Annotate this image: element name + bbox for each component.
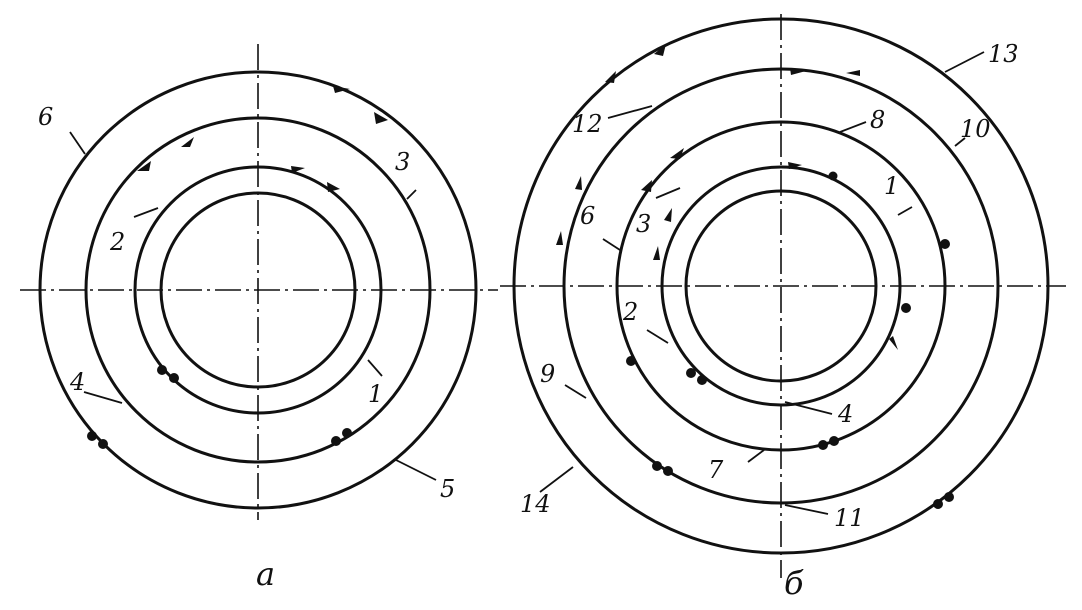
- arrow-b-3: [790, 68, 806, 75]
- arrow-b-1: [654, 44, 666, 56]
- arrow-b-10: [664, 208, 672, 222]
- ring-a-1: [133, 165, 383, 415]
- dot-a-1: [157, 365, 167, 375]
- arrow-a-4: [137, 161, 151, 171]
- leader-a-6: [69, 131, 86, 155]
- dot-a-3: [331, 436, 341, 446]
- arrow-b-11: [653, 246, 660, 260]
- label-a-3: 3: [395, 148, 410, 176]
- arrow-b-2: [605, 71, 616, 83]
- dot-a-4: [342, 428, 352, 438]
- leader-b-2: [646, 329, 669, 344]
- leader-b-9: [564, 384, 587, 399]
- label-b-1: 1: [884, 172, 899, 200]
- diagram-b: 1 2 3 4 6 7 8 9 10 11 12 13 14 б: [500, 14, 1066, 602]
- arrow-a-6: [327, 182, 340, 192]
- label-b-10: 10: [960, 115, 991, 143]
- dot-a-6: [98, 439, 108, 449]
- dot-b-5: [686, 368, 696, 378]
- label-b-3: 3: [636, 210, 651, 238]
- leader-b-10: [954, 137, 966, 147]
- label-b-14: 14: [520, 490, 551, 518]
- dot-b-7: [818, 440, 828, 450]
- ring-a-2: [84, 116, 432, 464]
- dot-a-2: [169, 373, 179, 383]
- leader-a-3: [406, 189, 417, 200]
- leader-b-4: [784, 401, 833, 415]
- label-b-8: 8: [870, 106, 885, 134]
- leader-b-12: [607, 105, 653, 119]
- arrow-b-4: [846, 70, 860, 76]
- arrow-b-12: [889, 336, 898, 350]
- arrow-b-9: [788, 162, 802, 169]
- leader-b-11: [784, 504, 829, 515]
- leader-b-7: [747, 449, 765, 463]
- dot-b-9: [652, 461, 662, 471]
- label-b-9: 9: [540, 360, 555, 388]
- label-b-2: 2: [622, 298, 638, 326]
- arrow-b-6: [556, 231, 563, 245]
- label-a-2: 2: [109, 228, 125, 256]
- leader-b-13: [944, 51, 985, 73]
- leader-b-8: [839, 121, 867, 133]
- label-a-6: 6: [38, 103, 53, 131]
- leader-b-6: [602, 238, 621, 251]
- leader-b-3: [655, 187, 681, 199]
- arrow-b-5: [575, 176, 582, 190]
- ring-b-3: [562, 67, 1000, 505]
- ring-b-2: [615, 120, 947, 452]
- label-b-4: 4: [837, 400, 853, 428]
- arrow-a-2: [374, 112, 388, 124]
- dot-b-12: [944, 492, 954, 502]
- leader-a-4: [83, 391, 123, 404]
- caption-a: а: [256, 555, 275, 593]
- leader-a-2: [133, 207, 159, 218]
- label-a-4: 4: [69, 368, 85, 396]
- dot-b-6: [697, 375, 707, 385]
- dot-b-11: [933, 499, 943, 509]
- label-b-12: 12: [572, 110, 603, 138]
- dot-b-10: [663, 466, 673, 476]
- dot-b-4: [626, 356, 636, 366]
- arrow-b-8: [641, 180, 652, 192]
- leader-b-14: [539, 466, 574, 493]
- dot-b-3: [901, 303, 911, 313]
- arrow-a-5: [291, 166, 305, 173]
- ring-b-4: [512, 17, 1050, 555]
- leader-a-5: [395, 459, 437, 481]
- label-a-1: 1: [368, 380, 383, 408]
- dot-b-8: [829, 436, 839, 446]
- caption-b: б: [784, 564, 804, 602]
- diagram-a: 1 2 3 4 5 6 а: [20, 44, 498, 593]
- dot-b-2: [940, 239, 950, 249]
- arrow-a-1: [333, 86, 350, 93]
- dot-a-5: [87, 431, 97, 441]
- label-b-11: 11: [834, 504, 865, 532]
- ring-a-inner: [159, 191, 357, 389]
- label-b-13: 13: [988, 40, 1019, 68]
- arrow-b-7: [670, 148, 684, 159]
- label-a-5: 5: [440, 475, 455, 503]
- dot-b-1: [828, 171, 838, 181]
- ring-a-3: [38, 70, 478, 510]
- leader-b-1: [897, 206, 913, 216]
- leader-a-1: [367, 359, 383, 377]
- label-b-7: 7: [708, 456, 724, 484]
- arrow-a-3: [181, 137, 194, 147]
- label-b-6: 6: [580, 202, 595, 230]
- ring-b-1: [660, 165, 902, 407]
- ring-b-inner: [684, 189, 878, 383]
